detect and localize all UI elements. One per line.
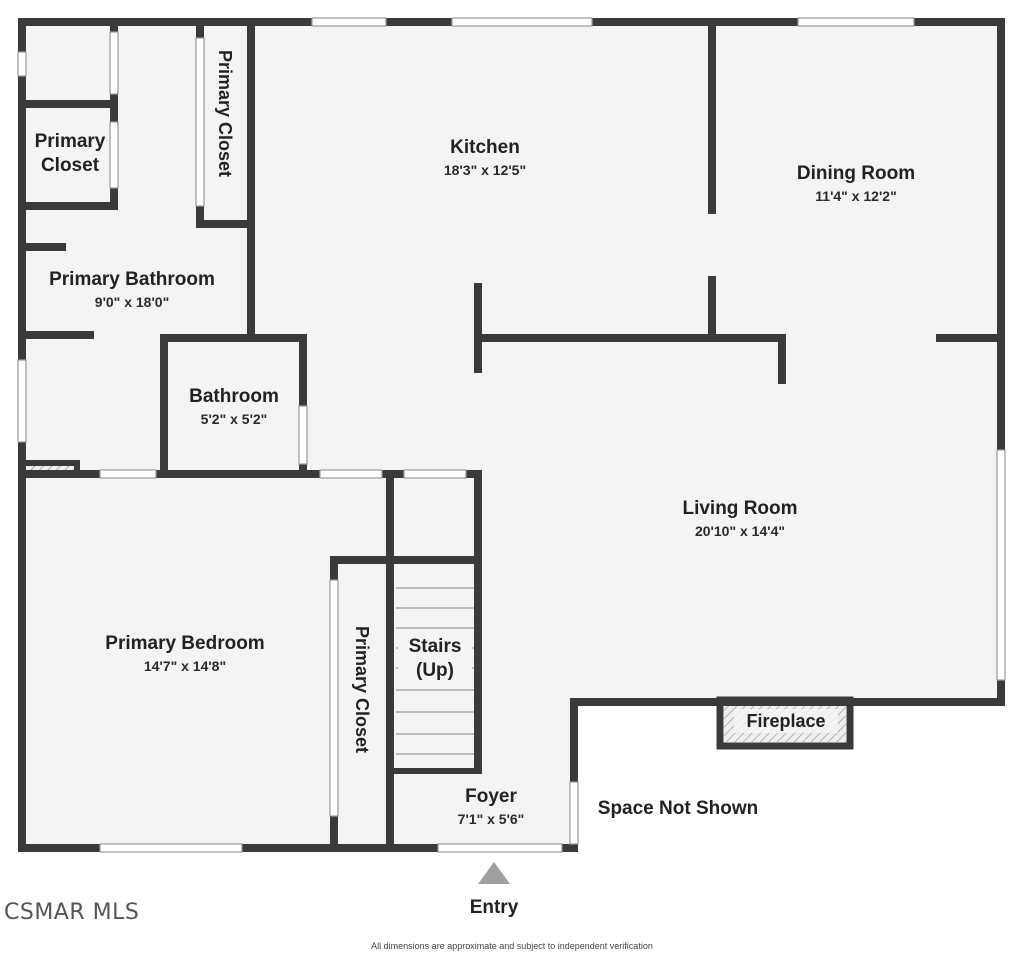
- foyer-label: Foyer 7'1" x 5'6": [426, 785, 556, 829]
- small-hatch: [27, 463, 75, 472]
- primary-bedroom-label: Primary Bedroom 14'7" x 14'8": [80, 632, 290, 676]
- entry-label: Entry: [469, 897, 519, 918]
- dining-room-dims: 11'4" x 12'2": [815, 188, 897, 204]
- foyer-name: Foyer: [465, 786, 517, 807]
- dining-room-name: Dining Room: [796, 163, 916, 184]
- primary-bedroom-name: Primary Bedroom: [105, 633, 265, 654]
- bathroom-dims: 5'2" x 5'2": [200, 411, 268, 427]
- disclaimer-text: All dimensions are approximate and subje…: [371, 941, 653, 951]
- kitchen-label: Kitchen 18'3" x 12'5": [400, 136, 570, 180]
- primary-bedroom-dims: 14'7" x 14'8": [143, 658, 227, 674]
- primary-closet-bed-label: Primary Closet: [352, 626, 372, 754]
- dining-room-label: Dining Room 11'4" x 12'2": [770, 162, 942, 206]
- watermark-logo: CSMAR MLS: [4, 900, 140, 925]
- primary-bathroom-name: Primary Bathroom: [49, 269, 215, 290]
- living-room-dims: 20'10" x 14'4": [694, 523, 785, 539]
- stairs-label: Stairs (Up): [398, 635, 472, 683]
- primary-bathroom-dims: 9'0" x 18'0": [94, 294, 170, 310]
- living-room-name: Living Room: [682, 498, 798, 519]
- space-not-shown-label: Space Not Shown: [597, 798, 759, 819]
- foyer-dims: 7'1" x 5'6": [457, 811, 525, 827]
- primary-closet-top-label: Primary Closet: [215, 50, 235, 178]
- windows: [17, 17, 1006, 853]
- fireplace-label: Fireplace: [734, 709, 838, 733]
- bathroom-name: Bathroom: [189, 386, 279, 407]
- primary-bathroom-label: Primary Bathroom 9'0" x 18'0": [30, 268, 234, 312]
- kitchen-name: Kitchen: [450, 137, 520, 158]
- primary-closet-small-label: Primary Closet: [34, 131, 106, 176]
- kitchen-dims: 18'3" x 12'5": [443, 162, 527, 178]
- bathroom-label: Bathroom 5'2" x 5'2": [170, 385, 298, 429]
- living-room-label: Living Room 20'10" x 14'4": [650, 497, 830, 541]
- entry-arrow-icon: [478, 862, 510, 884]
